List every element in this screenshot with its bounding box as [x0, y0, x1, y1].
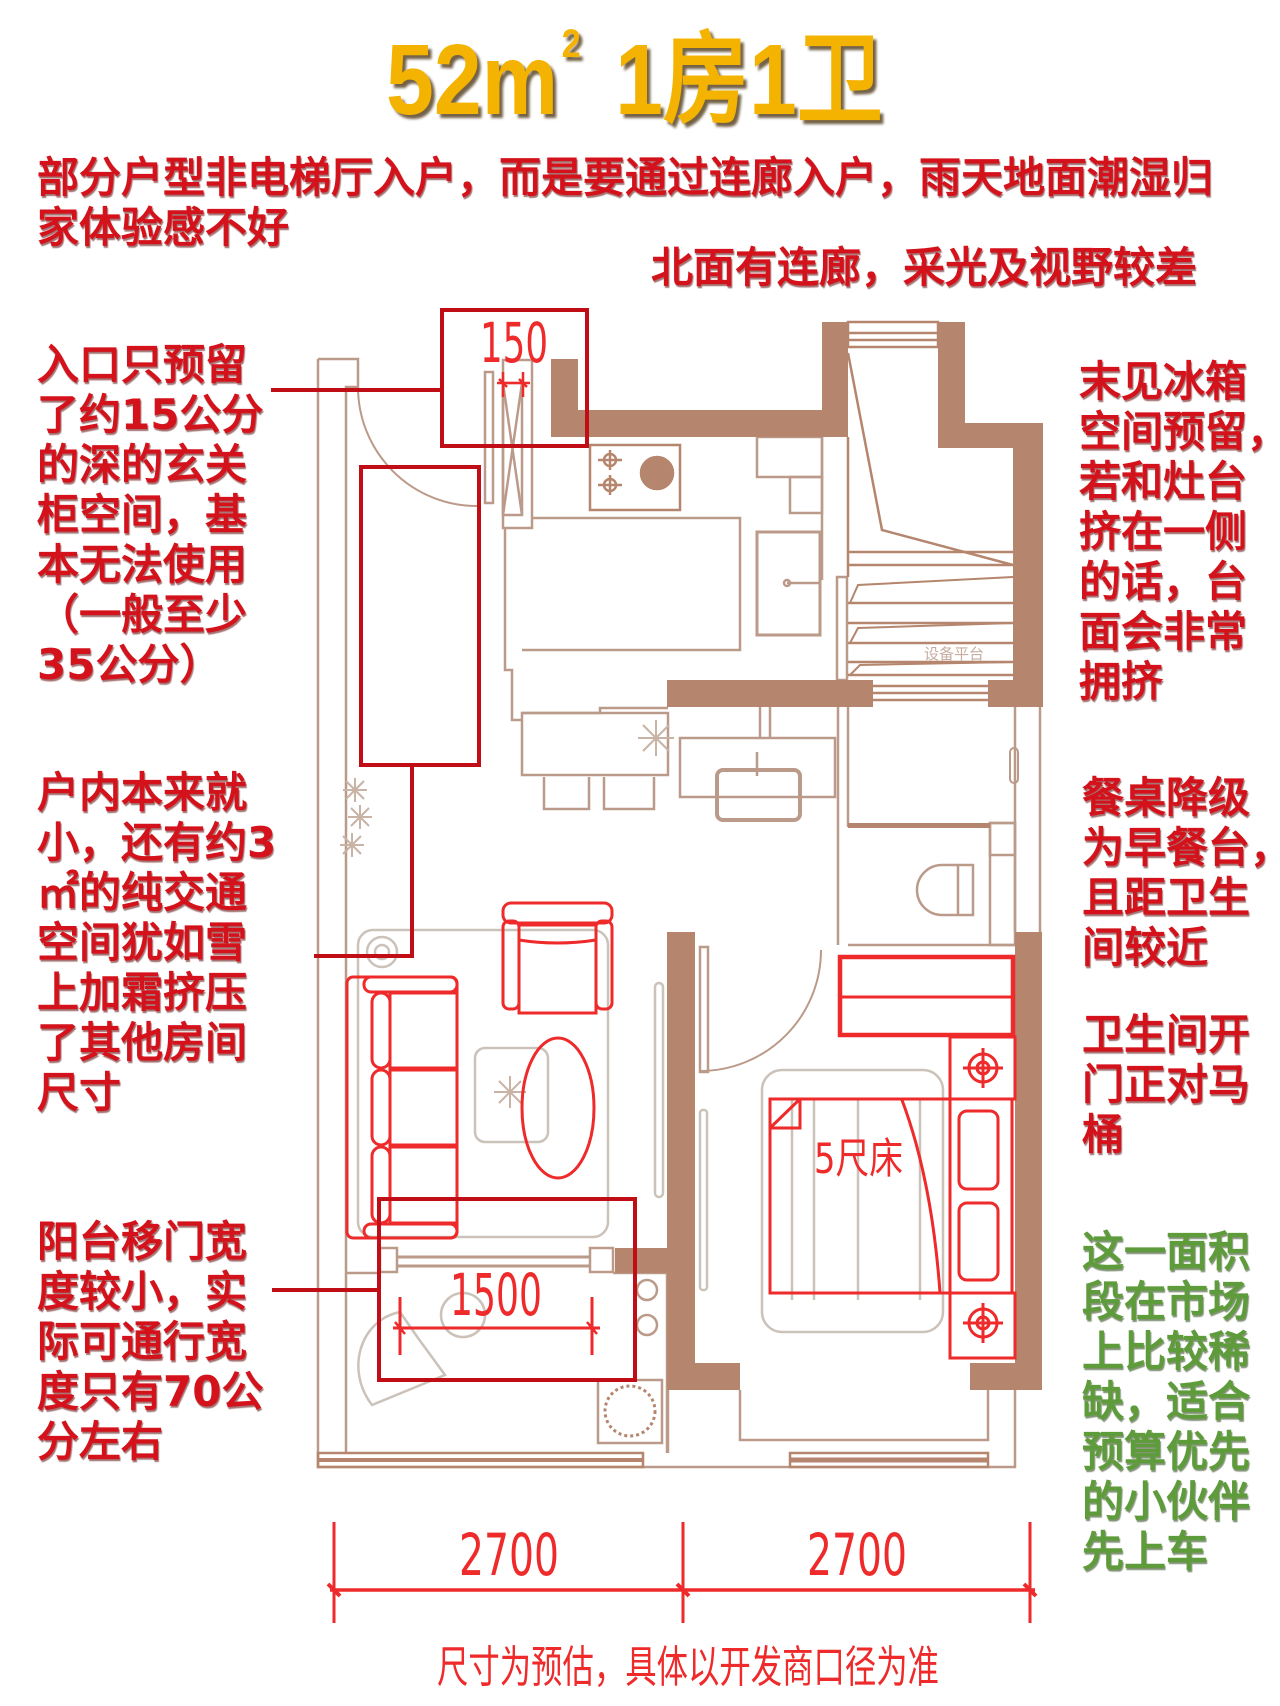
note-line: 拥挤: [1079, 657, 1164, 706]
note-line: 部分户型非电梯厅入户，而是要通过连廊入户，雨天地面潮湿归: [37, 153, 1214, 202]
balcony-door-annotation: 阳台移门宽 度较小，实 际可通行宽 度只有70公 分左右: [37, 1217, 263, 1467]
side-table: [365, 935, 399, 969]
note-line: 35公分）: [37, 640, 222, 689]
note-line: 间较近: [1082, 923, 1209, 972]
note-line: 分左右: [37, 1417, 164, 1466]
note-line: 段在市场: [1082, 1277, 1251, 1326]
tv-cabinet: [653, 981, 665, 1199]
note-line: 这一面积: [1082, 1227, 1251, 1276]
circulation-space-annotation: 户内本来就 小，还有约3 ㎡的纯交通 空间犹如雪 上加霜挤压 了其他房间 尺寸: [37, 768, 276, 1118]
stove: [588, 443, 682, 512]
living-rug: [356, 928, 610, 1239]
note-line: 阳台移门宽: [37, 1217, 248, 1266]
dimension-marks: [326, 372, 1038, 1623]
bedroom-tv: [698, 1108, 709, 1292]
note-line: 预算优先: [1082, 1427, 1251, 1476]
dining-table-annotation: 餐桌降级 为早餐台， 且距卫生 间较近: [1082, 773, 1280, 973]
bathroom-door-annotation: 卫生间开 门正对马 桶: [1082, 1010, 1250, 1160]
callouts: [271, 308, 637, 1382]
note-line: 本无法使用: [37, 540, 248, 589]
note-line: 的话，台: [1079, 557, 1248, 606]
north-corridor-note: 北面有连廊，采光及视野较差: [651, 243, 1197, 293]
equipment-platform-label: 设备平台: [924, 645, 984, 663]
note-line: 入口只预留: [37, 340, 248, 389]
market-summary-annotation: 这一面积 段在市场 上比较稀 缺，适合 预算优先 的小伙伴 先上车: [1082, 1227, 1250, 1577]
note-line: 上比较稀: [1082, 1327, 1251, 1376]
note-line: （一般至少: [37, 590, 248, 639]
entry-depth-box: [440, 308, 589, 448]
oval-coffee-table: [520, 1036, 596, 1180]
note-line: 末见冰箱: [1079, 357, 1248, 406]
note-line: 上加霜挤压: [37, 968, 248, 1017]
armchair: [501, 901, 614, 1015]
walls: [551, 322, 1043, 1390]
shoe-cabinet-box: [359, 465, 481, 767]
note-line: 家体验感不好: [37, 203, 290, 252]
fridge-space-annotation: 末见冰箱 空间预留， 若和灶台 挤在一侧 的话，台 面会非常 拥挤: [1079, 357, 1280, 707]
bed-duvet: [760, 1068, 945, 1334]
note-line: 挤在一侧: [1079, 507, 1248, 556]
grey-furniture: [356, 928, 945, 1407]
page-title: 52 m 2 1房1卫: [386, 24, 883, 136]
note-line: 度较小，实: [37, 1267, 248, 1316]
entry-corridor-note: 部分户型非电梯厅入户，而是要通过连廊入户，雨天地面潮湿归 家体验感不好: [37, 153, 1213, 253]
note-line: 户内本来就: [37, 768, 248, 817]
note-line: ㎡的纯交通: [37, 868, 248, 917]
plan-outlines: [316, 357, 1042, 1469]
note-line: 为早餐台，: [1082, 823, 1280, 872]
area-unit-superscript: 2: [561, 22, 581, 66]
note-line: 北面有连廊，采光及视野较差: [651, 243, 1198, 292]
note-line: 的小伙伴: [1082, 1477, 1251, 1526]
note-line: 际可通行宽: [37, 1317, 248, 1366]
note-line: 先上车: [1082, 1527, 1209, 1576]
note-line: 的深的玄关: [37, 440, 248, 489]
note-line: 小，还有约3: [37, 818, 277, 867]
plants: [340, 720, 674, 1438]
entry-cabinet-annotation: 入口只预留 了约15公分 的深的玄关 柜空间，基 本无法使用 （一般至少 35公…: [37, 340, 263, 690]
bed: [768, 1097, 1014, 1295]
note-line: 且距卫生: [1082, 873, 1251, 922]
note-line: 桶: [1082, 1110, 1125, 1159]
note-line: 空间预留，: [1079, 407, 1280, 456]
note-line: 缺，适合: [1082, 1377, 1251, 1426]
note-line: 餐桌降级: [1082, 773, 1251, 822]
note-line: 了其他房间: [37, 1018, 248, 1067]
note-line: 门正对马: [1082, 1060, 1251, 1109]
balcony-door-dimension: 1500: [450, 1261, 542, 1329]
note-line: 空间犹如雪: [37, 918, 248, 967]
area-number: 52: [386, 24, 482, 136]
sofa: [345, 975, 459, 1240]
bed-size-label: 5尺床: [814, 1134, 903, 1183]
width-left-dimension: 2700: [459, 1521, 559, 1589]
circulation-leader-line: [314, 765, 414, 958]
area-unit: m: [481, 24, 559, 136]
wardrobe: [837, 954, 1016, 1038]
entry-depth-dimension: 150: [480, 311, 548, 375]
equipment-platform: [846, 352, 1014, 677]
windows: [316, 320, 990, 1469]
nightstands: [948, 1035, 1017, 1360]
note-line: 若和灶台: [1079, 457, 1248, 506]
disclaimer-note: 尺寸为预估，具体以开发商口径为准: [437, 1642, 939, 1693]
note-line: 柜空间，基: [37, 490, 248, 539]
balcony-table: [439, 1291, 487, 1339]
note-line: 卫生间开: [1082, 1010, 1251, 1059]
note-line: 了约15公分: [37, 390, 264, 439]
note-line: 面会非常: [1079, 607, 1248, 656]
layout-type: 1房1卫: [615, 24, 883, 136]
lounge-chair: [357, 1310, 447, 1407]
coffee-table: [473, 1046, 550, 1144]
width-right-dimension: 2700: [807, 1521, 907, 1589]
note-line: 度只有70公: [37, 1367, 264, 1416]
note-line: 尺寸: [37, 1068, 122, 1117]
